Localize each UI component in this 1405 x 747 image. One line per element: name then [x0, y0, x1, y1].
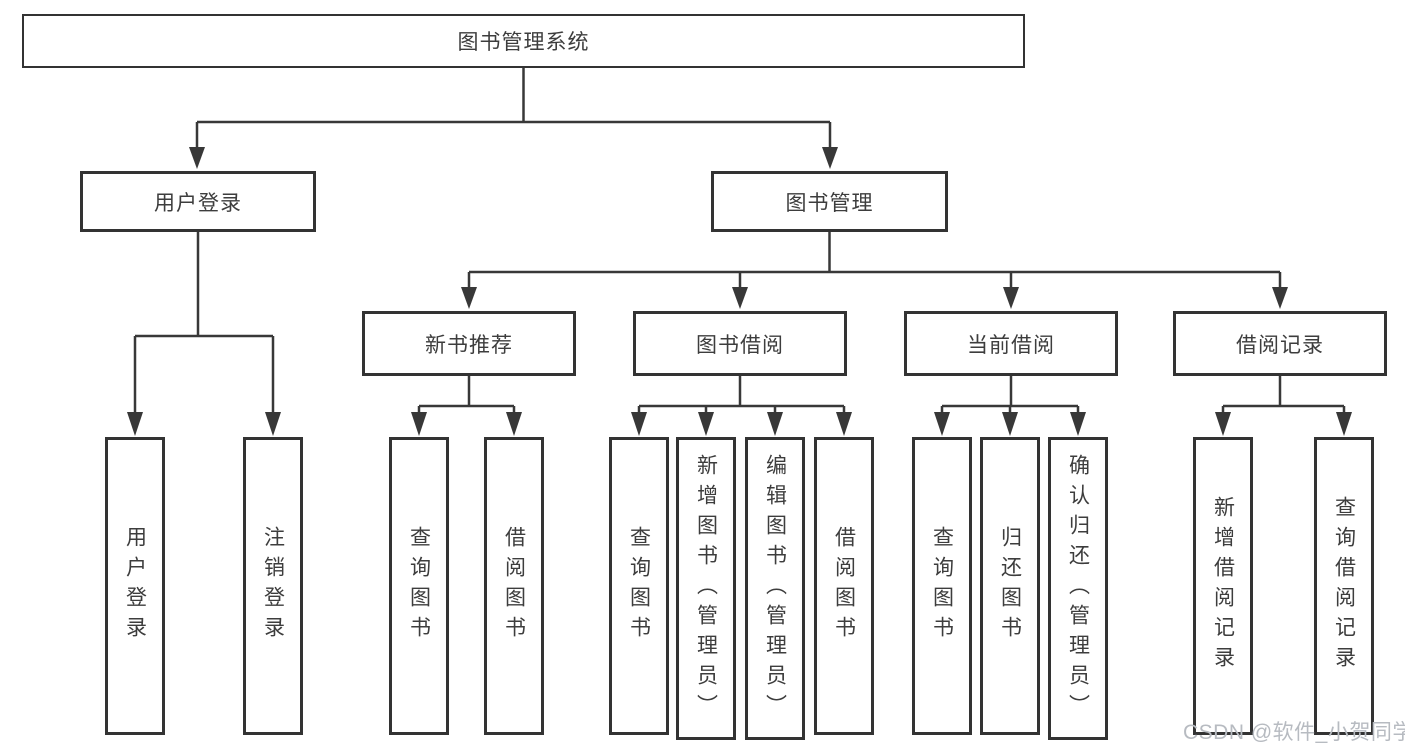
- node-label: 用户登录: [123, 526, 147, 646]
- node-book-borrowing: 图书借阅: [633, 311, 847, 376]
- node-label: 确认归还（管理员）: [1066, 453, 1090, 724]
- leaf-borrow-books-recommend: 借阅图书: [484, 437, 544, 735]
- leaf-add-borrow-record: 新增借阅记录: [1193, 437, 1253, 735]
- node-library-system: 图书管理系统: [22, 14, 1025, 68]
- leaf-query-borrow-record: 查询借阅记录: [1314, 437, 1374, 735]
- node-label: 注销登录: [261, 526, 285, 646]
- node-label: 查询图书: [407, 526, 431, 646]
- node-borrowing-records: 借阅记录: [1173, 311, 1387, 376]
- leaf-edit-book-admin: 编辑图书（管理员）: [745, 437, 805, 740]
- node-current-borrowing: 当前借阅: [904, 311, 1118, 376]
- node-label: 查询图书: [930, 526, 954, 646]
- node-label: 借阅图书: [832, 526, 856, 646]
- node-label: 查询图书: [627, 526, 651, 646]
- node-label: 借阅图书: [502, 526, 526, 646]
- node-label: 用户登录: [154, 191, 242, 215]
- node-label: 新增借阅记录: [1211, 496, 1235, 676]
- leaf-add-book-admin: 新增图书（管理员）: [676, 437, 736, 740]
- node-label: 图书管理: [785, 191, 874, 215]
- node-book-management: 图书管理: [711, 171, 948, 232]
- node-label: 图书借阅: [696, 333, 784, 357]
- leaf-user-login: 用户登录: [105, 437, 165, 735]
- node-label: 编辑图书（管理员）: [763, 453, 787, 724]
- node-label: 归还图书: [998, 526, 1022, 646]
- node-user-login-branch: 用户登录: [80, 171, 316, 232]
- node-label: 新书推荐: [425, 333, 513, 357]
- node-new-book-recommend: 新书推荐: [362, 311, 576, 376]
- csdn-watermark: CSDN @软件_小贺同学: [1183, 721, 1405, 744]
- arrowheads: [127, 147, 1352, 436]
- leaf-query-books-borrow: 查询图书: [609, 437, 669, 735]
- leaf-confirm-return-admin: 确认归还（管理员）: [1048, 437, 1108, 740]
- leaf-query-books-recommend: 查询图书: [389, 437, 449, 735]
- leaf-logout: 注销登录: [243, 437, 303, 735]
- node-label: 当前借阅: [967, 333, 1055, 357]
- node-label: 查询借阅记录: [1332, 496, 1356, 676]
- leaf-query-books-current: 查询图书: [912, 437, 972, 735]
- node-label: 新增图书（管理员）: [694, 453, 718, 724]
- leaf-return-book: 归还图书: [980, 437, 1040, 735]
- node-label: 借阅记录: [1236, 333, 1324, 357]
- leaf-borrow-books: 借阅图书: [814, 437, 874, 735]
- node-label: 图书管理系统: [457, 31, 590, 54]
